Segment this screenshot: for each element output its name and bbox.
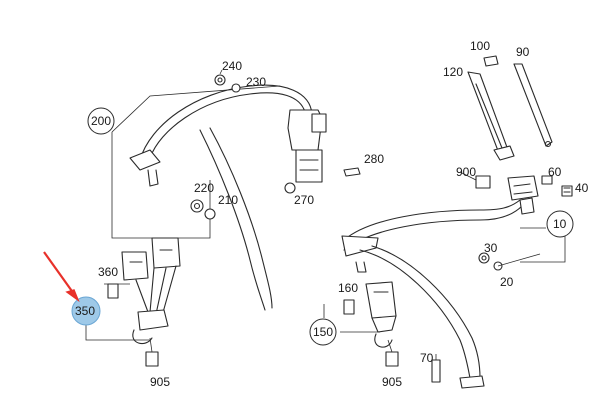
label-210: 210 bbox=[218, 193, 238, 207]
callout-circle-150 bbox=[309, 318, 337, 346]
label-90: 90 bbox=[516, 45, 530, 59]
highlight-circle bbox=[71, 296, 101, 326]
label-70: 70 bbox=[420, 351, 434, 365]
label-30: 30 bbox=[484, 241, 498, 255]
label-230: 230 bbox=[246, 75, 266, 89]
callout-circle-200 bbox=[87, 107, 115, 135]
label-360: 360 bbox=[98, 265, 118, 279]
label-40: 40 bbox=[575, 181, 589, 195]
height-adjuster-120 bbox=[467, 55, 553, 161]
label-905-right: 905 bbox=[382, 375, 402, 389]
label-220: 220 bbox=[194, 181, 214, 195]
label-60: 60 bbox=[548, 165, 562, 179]
callout-circle-10 bbox=[546, 210, 574, 238]
label-160: 160 bbox=[338, 281, 358, 295]
label-280: 280 bbox=[364, 152, 384, 166]
label-905-left: 905 bbox=[150, 375, 170, 389]
label-20: 20 bbox=[500, 275, 514, 289]
buckle-assembly-150 bbox=[323, 281, 441, 383]
label-10: 10 bbox=[553, 217, 567, 231]
belt-assembly-10 bbox=[341, 171, 573, 389]
label-150: 150 bbox=[313, 325, 333, 339]
label-270: 270 bbox=[294, 193, 314, 207]
label-120: 120 bbox=[443, 65, 463, 79]
callout-circle-350-highlight[interactable] bbox=[71, 296, 101, 326]
label-350[interactable]: 350 bbox=[75, 304, 95, 318]
label-240: 240 bbox=[222, 59, 242, 73]
belt-assembly-200 bbox=[111, 69, 361, 311]
label-100: 100 bbox=[470, 39, 490, 53]
buckle-assembly-350 bbox=[85, 237, 181, 367]
red-pointer-arrow bbox=[43, 251, 80, 303]
label-900: 900 bbox=[456, 165, 476, 179]
label-200: 200 bbox=[91, 114, 111, 128]
